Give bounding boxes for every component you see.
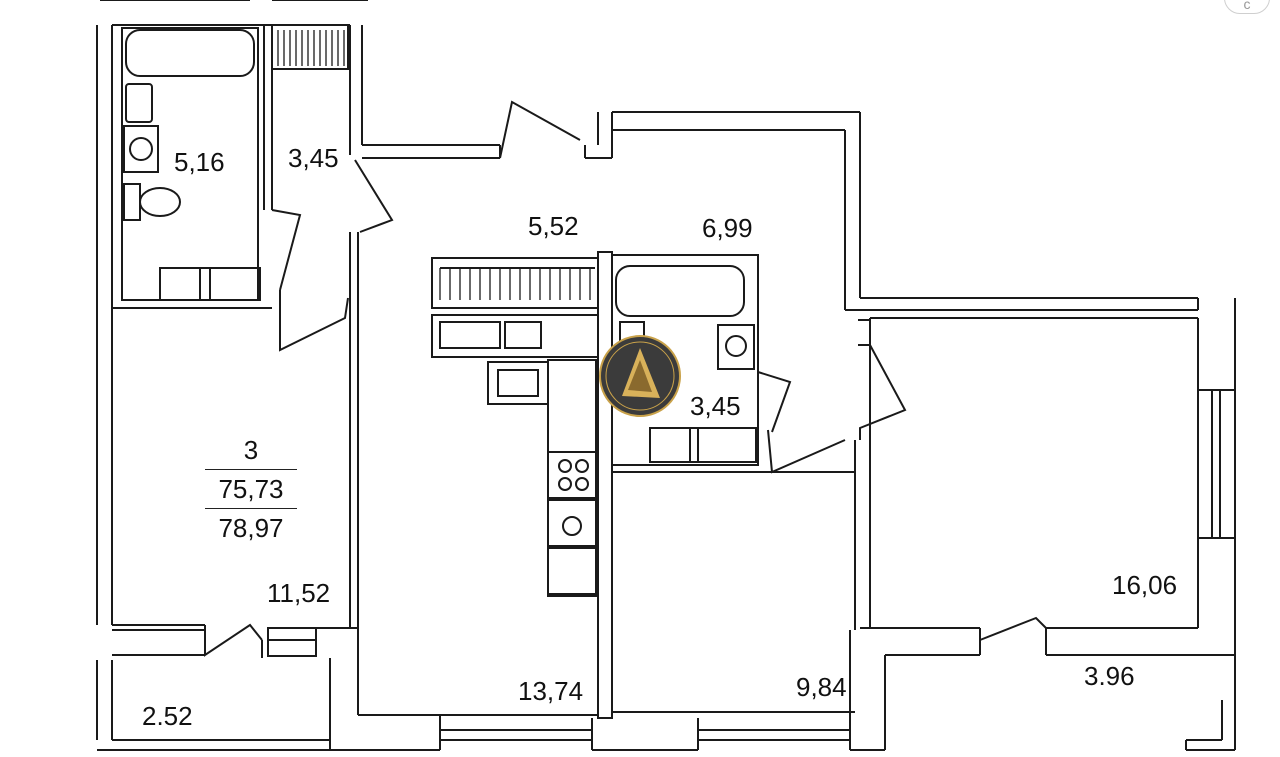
- summary-total-area: 78,97: [218, 513, 284, 543]
- door-swing: [354, 159, 394, 233]
- bathtub-small: [615, 265, 745, 317]
- fridge: [547, 547, 597, 595]
- bathroom-small-cabinet: [649, 427, 757, 463]
- door-swing: [757, 371, 792, 433]
- apartment-summary: 3 75,73 78,97: [205, 437, 297, 541]
- room-area-kitchen: 13,74: [518, 676, 584, 706]
- room-area-bedroom-middle: 9,84: [796, 672, 847, 702]
- door-swing: [271, 209, 302, 291]
- room-area-living-left: 11,52: [267, 578, 331, 608]
- sink: [125, 83, 153, 123]
- door-swing: [767, 429, 846, 474]
- room-area-hall: 5,52: [528, 211, 579, 241]
- summary-divider: [205, 508, 297, 509]
- window-right: [1197, 389, 1236, 539]
- door-swing: [279, 290, 349, 352]
- window: [267, 627, 317, 657]
- room-area-storage-top: 3,45: [288, 143, 339, 173]
- room-area-balcony-left: 2.52: [142, 701, 193, 731]
- balcony-door: [979, 616, 1047, 641]
- room-area-bathroom-main: 5,16: [174, 147, 225, 177]
- stove: [547, 451, 597, 499]
- watermark-seal: [599, 335, 681, 417]
- summary-rooms: 3: [243, 435, 259, 465]
- kitchen-counter: [547, 359, 597, 597]
- room-area-bathroom-small: 3,45: [690, 391, 741, 421]
- washing-machine: [123, 125, 159, 173]
- wall-stub: [858, 319, 871, 346]
- door-swing: [859, 344, 907, 440]
- kitchen-shelf: [431, 257, 601, 309]
- toilet-tank: [123, 183, 141, 221]
- oven: [547, 499, 597, 547]
- washing-machine-small: [717, 324, 755, 370]
- summary-divider: [205, 469, 297, 470]
- summary-living-area: 75,73: [218, 474, 284, 504]
- room-area-balcony-right: 3.96: [1084, 661, 1135, 691]
- toilet-bowl: [139, 187, 181, 217]
- entrance-door: [499, 100, 581, 159]
- central-wall: [597, 251, 613, 719]
- washing-machine-drum: [129, 137, 153, 161]
- bathtub: [125, 29, 255, 77]
- room-area-bedroom-right: 16,06: [1112, 570, 1178, 600]
- room-area-corridor: 6,99: [702, 213, 753, 243]
- balcony-door: [204, 623, 263, 657]
